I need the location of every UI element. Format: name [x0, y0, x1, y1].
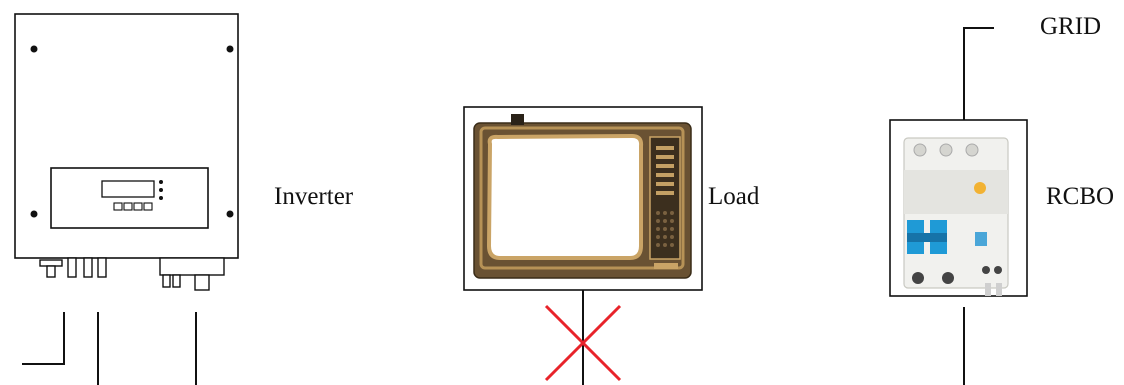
- inverter-display-icon: [102, 181, 154, 197]
- inverter-icon: [15, 14, 238, 385]
- inverter-led-icon: [159, 180, 163, 200]
- rcbo-label: RCBO: [1046, 184, 1114, 209]
- inverter-ac-terminal-icon: [160, 258, 224, 290]
- load-label: Load: [708, 184, 759, 209]
- grid-wire: [964, 28, 994, 120]
- inverter-dc-connectors-icon: [40, 258, 106, 277]
- inverter-wires: [22, 312, 196, 385]
- inverter-label: Inverter: [274, 184, 353, 209]
- grid-label: GRID: [1040, 14, 1101, 39]
- circuit-breaker-icon: [890, 120, 1027, 296]
- inverter-control-panel: [51, 168, 208, 228]
